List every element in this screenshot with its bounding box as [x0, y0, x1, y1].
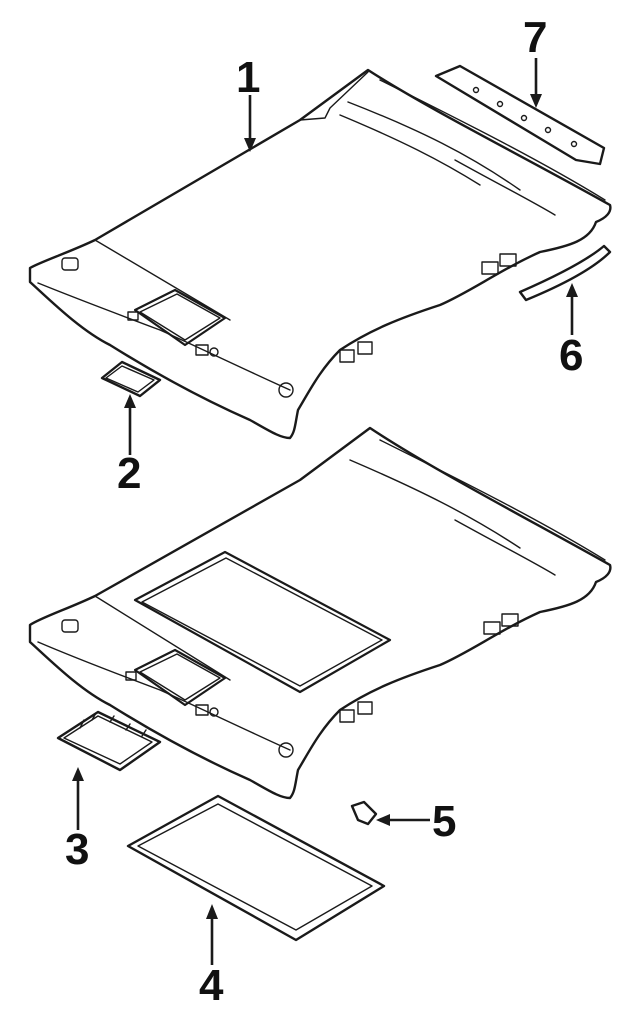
leader-2	[124, 394, 136, 455]
sunroof-trim-ring	[126, 794, 386, 942]
callout-5: 5	[432, 797, 456, 846]
front-retainer-rail	[434, 64, 606, 166]
side-trim-strip	[518, 244, 612, 302]
callout-3: 3	[65, 825, 89, 874]
headliner-upper	[28, 68, 612, 440]
leader-6	[566, 283, 578, 335]
leader-3	[72, 767, 84, 830]
headliner-lower	[28, 426, 612, 800]
leader-1	[244, 95, 256, 152]
leader-5	[376, 814, 430, 826]
callout-2: 2	[117, 449, 141, 498]
sunroof-bezel	[56, 710, 162, 772]
leader-7	[530, 58, 542, 108]
map-light-cover	[100, 360, 162, 398]
clip	[350, 800, 378, 826]
callout-7: 7	[523, 13, 547, 62]
callout-1: 1	[236, 53, 260, 102]
leader-4	[206, 904, 218, 965]
callout-6: 6	[559, 331, 583, 380]
callout-4: 4	[199, 961, 224, 1010]
